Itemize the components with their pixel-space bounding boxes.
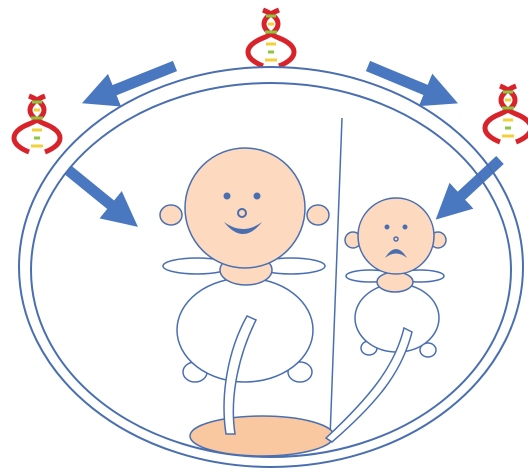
dividing-membrane — [330, 118, 342, 438]
dna-icon — [248, 10, 294, 66]
arrow-icon — [368, 66, 445, 98]
dna-icon — [14, 96, 60, 152]
arrow-icon — [68, 170, 127, 218]
small-twin — [345, 198, 446, 357]
arrow-icon — [95, 66, 175, 98]
dna-icon — [485, 86, 528, 142]
placenta — [190, 416, 334, 456]
